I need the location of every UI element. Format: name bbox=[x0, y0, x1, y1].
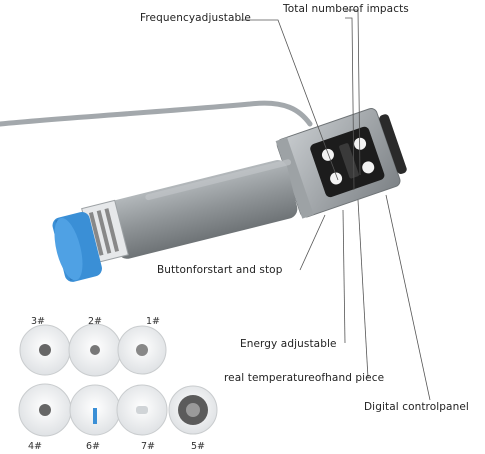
cable bbox=[0, 100, 313, 127]
tip-5 bbox=[168, 385, 218, 435]
button-icon bbox=[354, 137, 367, 150]
tip-label-6: 6# bbox=[86, 441, 101, 452]
callout-lines bbox=[240, 9, 431, 401]
tip-3 bbox=[19, 324, 71, 376]
tip-label-1: 1# bbox=[146, 316, 161, 327]
label-frequency-adjustable: Frequencyadjustable bbox=[140, 12, 251, 24]
blue-head bbox=[52, 212, 102, 282]
device-body bbox=[275, 108, 407, 219]
tip-label-3: 3# bbox=[31, 316, 46, 327]
button-icon bbox=[362, 161, 375, 174]
tip-label-4: 4# bbox=[28, 441, 43, 452]
tip-label-7: 7# bbox=[141, 441, 156, 452]
label-digital-control-panel: Digital controlpanel bbox=[364, 401, 469, 413]
label-energy-adjustable: Energy adjustable bbox=[240, 338, 337, 350]
tip-7 bbox=[116, 384, 168, 436]
tip-label-2: 2# bbox=[88, 316, 103, 327]
tip-4 bbox=[18, 383, 72, 437]
tip-label-5: 5# bbox=[191, 441, 206, 452]
label-button-start-stop: Buttonforstart and stop bbox=[157, 264, 283, 276]
label-total-impacts: Total numberof impacts bbox=[283, 3, 409, 15]
button-icon bbox=[321, 148, 334, 161]
button-icon bbox=[330, 172, 343, 185]
tip-6 bbox=[69, 384, 121, 436]
tip-1 bbox=[117, 325, 167, 375]
grip-handle bbox=[107, 159, 298, 259]
label-real-temperature: real temperatureofhand piece bbox=[224, 372, 385, 384]
tip-2 bbox=[68, 323, 122, 377]
